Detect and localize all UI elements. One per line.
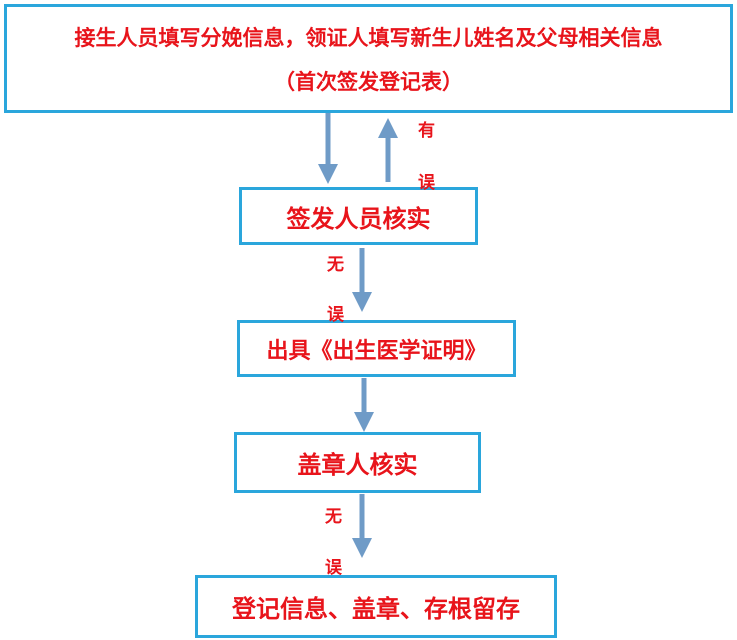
edge-label-ok2-a: 无	[325, 507, 342, 527]
arrow-fill-to-verify	[318, 113, 338, 184]
arrow-error-return	[378, 118, 398, 182]
fill-info-line2: （首次签发登记表）	[274, 69, 463, 94]
edge-label-ok1-b: 误	[327, 305, 344, 325]
edge-label-error-a: 有	[418, 121, 435, 141]
edge-label-ok1-a: 无	[327, 255, 344, 275]
edge-label-ok2-b: 误	[325, 558, 342, 578]
verify-stamper-box: 盖章人核实	[234, 432, 481, 493]
fill-info-line1: 接生人员填写分娩信息，领证人填写新生儿姓名及父母相关信息	[74, 25, 663, 50]
verify-issuer-label: 签发人员核实	[286, 204, 431, 233]
arrow-stamper-to-register	[352, 494, 372, 558]
arrow-issue-to-stamper	[354, 378, 374, 432]
register-box: 登记信息、盖章、存根留存	[195, 575, 557, 638]
register-label: 登记信息、盖章、存根留存	[232, 595, 520, 623]
issue-cert-label: 出具《出生医学证明》	[266, 338, 487, 364]
verify-stamper-label: 盖章人核实	[297, 451, 418, 479]
arrow-verify-to-issue	[352, 248, 372, 312]
issue-cert-box: 出具《出生医学证明》	[237, 320, 516, 377]
edge-label-error-b: 误	[418, 173, 435, 193]
fill-info-box: 接生人员填写分娩信息，领证人填写新生儿姓名及父母相关信息 （首次签发登记表）	[4, 4, 733, 113]
verify-issuer-box: 签发人员核实	[239, 187, 478, 245]
